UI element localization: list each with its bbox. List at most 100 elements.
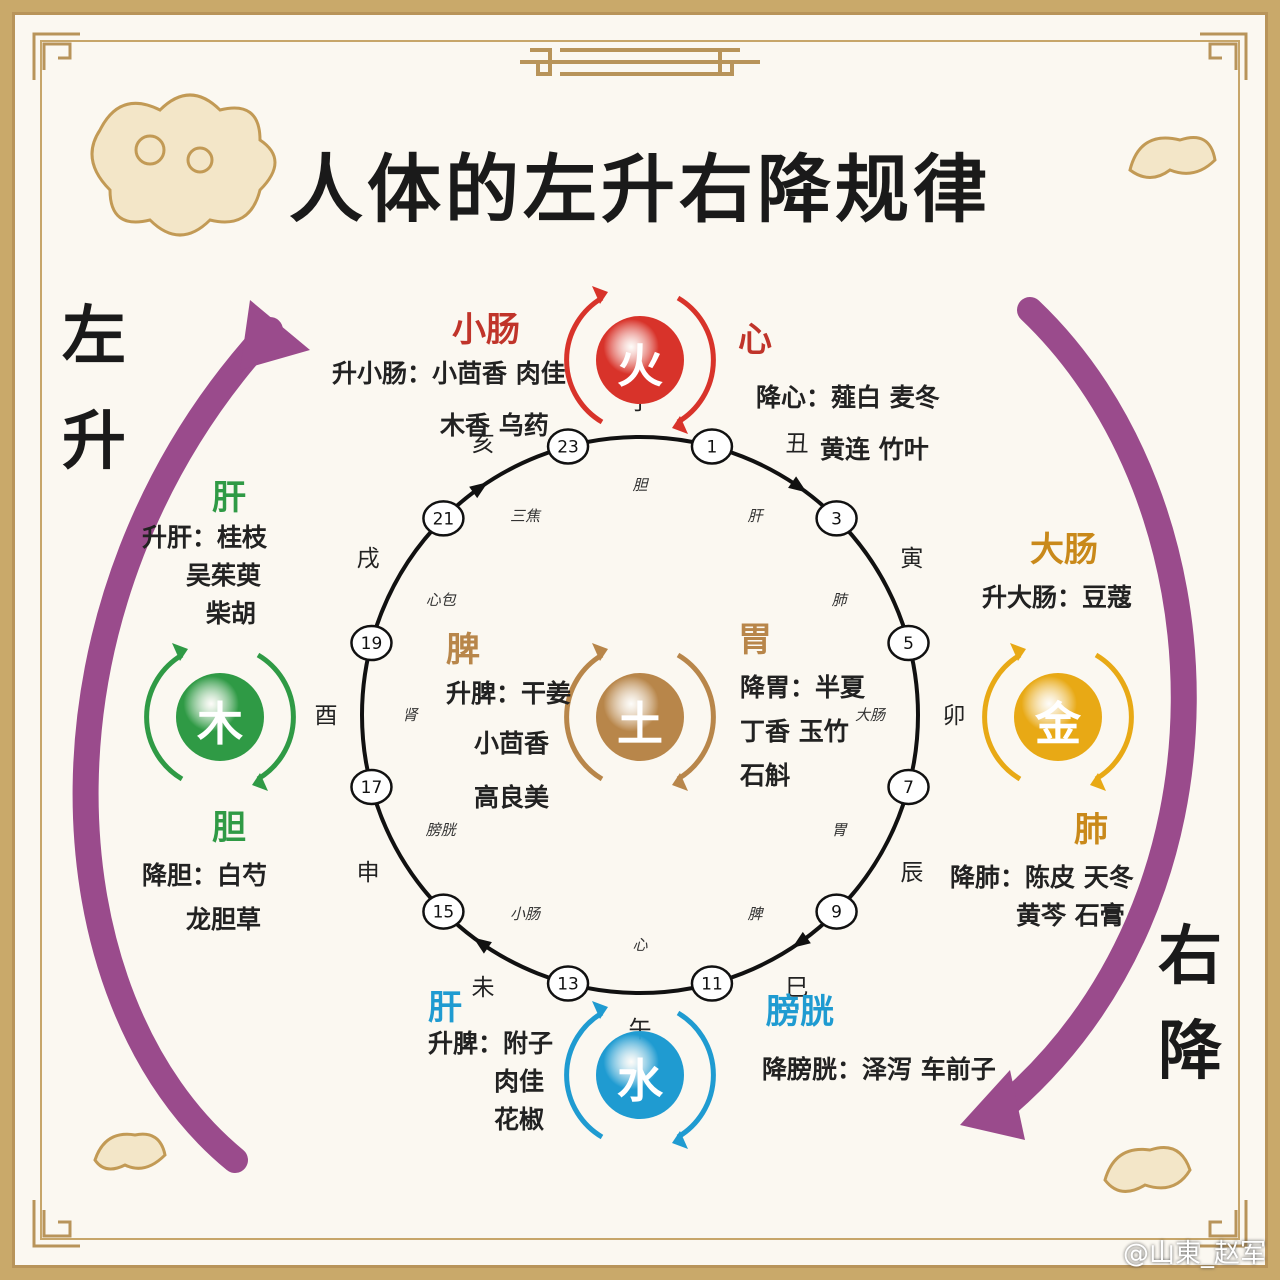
fret-ornament-icon [520, 48, 760, 76]
hour-node: 5 [887, 624, 930, 662]
herb-kidney-2: 肉佳 [494, 1067, 545, 1096]
herb-liver-3: 柴胡 [206, 599, 257, 628]
earthly-branch-label: 卯 [943, 703, 966, 729]
metal-element-label: 金 [1035, 697, 1081, 751]
svg-text:11: 11 [701, 975, 723, 995]
fire-element-circle [564, 286, 716, 434]
hour-node: 1 [690, 428, 734, 465]
herb-gallbladder-1: 降胆：白芍 [142, 861, 268, 890]
hour-node: 13 [546, 965, 590, 1002]
earth-element-circle [564, 643, 716, 791]
wood-element-circle [144, 643, 296, 791]
herb-lung-2: 黄芩 石膏 [1016, 901, 1125, 930]
organ-bladder: 膀胱 [766, 992, 834, 1032]
cloud-ornament-icon [90, 93, 1217, 1193]
svg-text:13: 13 [557, 975, 579, 995]
herb-liver-2: 吴茱萸 [186, 561, 262, 590]
herb-bladder-1: 降膀胱：泽泻 车前子 [762, 1055, 996, 1084]
hour-node: 21 [422, 500, 465, 537]
meridian-clock-ring [360, 435, 920, 995]
earth-element-label: 土 [617, 697, 663, 751]
svg-text:7: 7 [903, 778, 914, 798]
svg-text:15: 15 [433, 903, 455, 923]
page-title: 人体的左升右降规律 [289, 147, 991, 233]
water-element-circle [564, 1001, 716, 1149]
hour-node: 11 [690, 965, 734, 1002]
descend-arrow-icon [960, 297, 1197, 1140]
side-right-char-2: 降 [1158, 1014, 1222, 1089]
svg-text:23: 23 [557, 437, 579, 457]
flow-arrow-icon [788, 476, 807, 493]
watermark: @山東_赵军 [1122, 1239, 1266, 1269]
corner-fret-icon [32, 32, 1248, 1248]
flow-arrow-icon [469, 482, 488, 499]
organ-heart: 心 [738, 320, 772, 360]
svg-text:17: 17 [361, 778, 383, 798]
meridian-label: 肝 [747, 507, 764, 525]
side-right-char-1: 右 [1158, 919, 1222, 994]
side-left-char-1: 左 [62, 299, 126, 374]
earthly-branch-label: 亥 [472, 431, 495, 457]
herb-stomach-1: 降胃：半夏 [740, 673, 866, 702]
earthly-branch-label: 丑 [786, 431, 809, 457]
meridian-label: 肾 [402, 706, 419, 724]
herb-liver-1: 升肝：桂枝 [142, 523, 268, 552]
herb-kidney-1: 升脾：附子 [428, 1029, 554, 1058]
herb-spleen-2: 小茴香 [474, 729, 550, 758]
herb-small-intestine-1: 升小肠：小茴香 肉佳 [332, 359, 566, 388]
meridian-label: 心 [632, 936, 648, 954]
hour-node: 23 [546, 428, 590, 465]
herb-stomach-3: 石斛 [740, 761, 791, 790]
meridian-label: 脾 [747, 905, 764, 923]
meridian-label: 三焦 [510, 507, 542, 525]
hour-node: 19 [350, 624, 393, 662]
meridian-label: 小肠 [510, 905, 542, 923]
organ-lung: 肺 [1074, 810, 1108, 850]
organ-gallbladder: 胆 [212, 808, 246, 848]
herb-spleen-1: 升脾：干姜 [446, 679, 572, 708]
herb-large-intestine-1: 升大肠：豆蔻 [982, 583, 1133, 612]
herb-heart-1: 降心：薤白 麦冬 [756, 383, 940, 412]
herb-spleen-3: 高良美 [474, 783, 550, 812]
hour-node: 9 [815, 893, 858, 930]
herb-small-intestine-2: 木香 乌药 [440, 411, 549, 440]
metal-element-circle [982, 643, 1134, 791]
flow-arrow-icon [473, 937, 492, 954]
organ-small-intestine: 小肠 [452, 310, 520, 350]
meridian-label: 大肠 [855, 706, 887, 724]
hour-node: 7 [887, 768, 930, 806]
svg-text:3: 3 [831, 509, 842, 529]
hour-node: 15 [422, 893, 465, 930]
meridian-label: 肺 [832, 591, 850, 609]
wood-element-label: 木 [197, 697, 243, 751]
meridian-label: 心包 [426, 591, 457, 609]
organ-stomach: 胃 [738, 620, 772, 660]
herb-lung-1: 降肺：陈皮 天冬 [950, 863, 1134, 892]
herb-kidney-3: 花椒 [494, 1105, 545, 1134]
svg-text:1: 1 [707, 437, 718, 457]
side-left-char-2: 升 [62, 404, 126, 479]
svg-text:5: 5 [903, 634, 914, 654]
earthly-branch-label: 申 [357, 860, 380, 886]
organ-kidney: 肝 [428, 988, 462, 1028]
water-element-label: 水 [617, 1054, 663, 1108]
hour-node: 17 [350, 768, 393, 806]
organ-liver: 肝 [212, 478, 246, 518]
flow-arrow-icon [792, 931, 811, 948]
svg-text:21: 21 [433, 509, 455, 529]
inner-frame [40, 40, 1240, 1240]
organ-spleen: 脾 [446, 630, 480, 670]
earthly-branch-label: 戌 [357, 546, 380, 572]
earthly-branch-label: 酉 [315, 703, 338, 729]
herb-stomach-2: 丁香 玉竹 [740, 717, 849, 746]
fire-element-label: 火 [617, 339, 663, 393]
ascend-arrow-icon [72, 300, 310, 1173]
meridian-label: 膀胱 [426, 821, 458, 839]
meridian-label: 胆 [632, 476, 649, 494]
herb-gallbladder-2: 龙胆草 [186, 905, 262, 934]
earthly-branch-label: 巳 [786, 975, 809, 1001]
hour-node: 3 [815, 500, 858, 537]
organ-large-intestine: 大肠 [1030, 530, 1098, 570]
